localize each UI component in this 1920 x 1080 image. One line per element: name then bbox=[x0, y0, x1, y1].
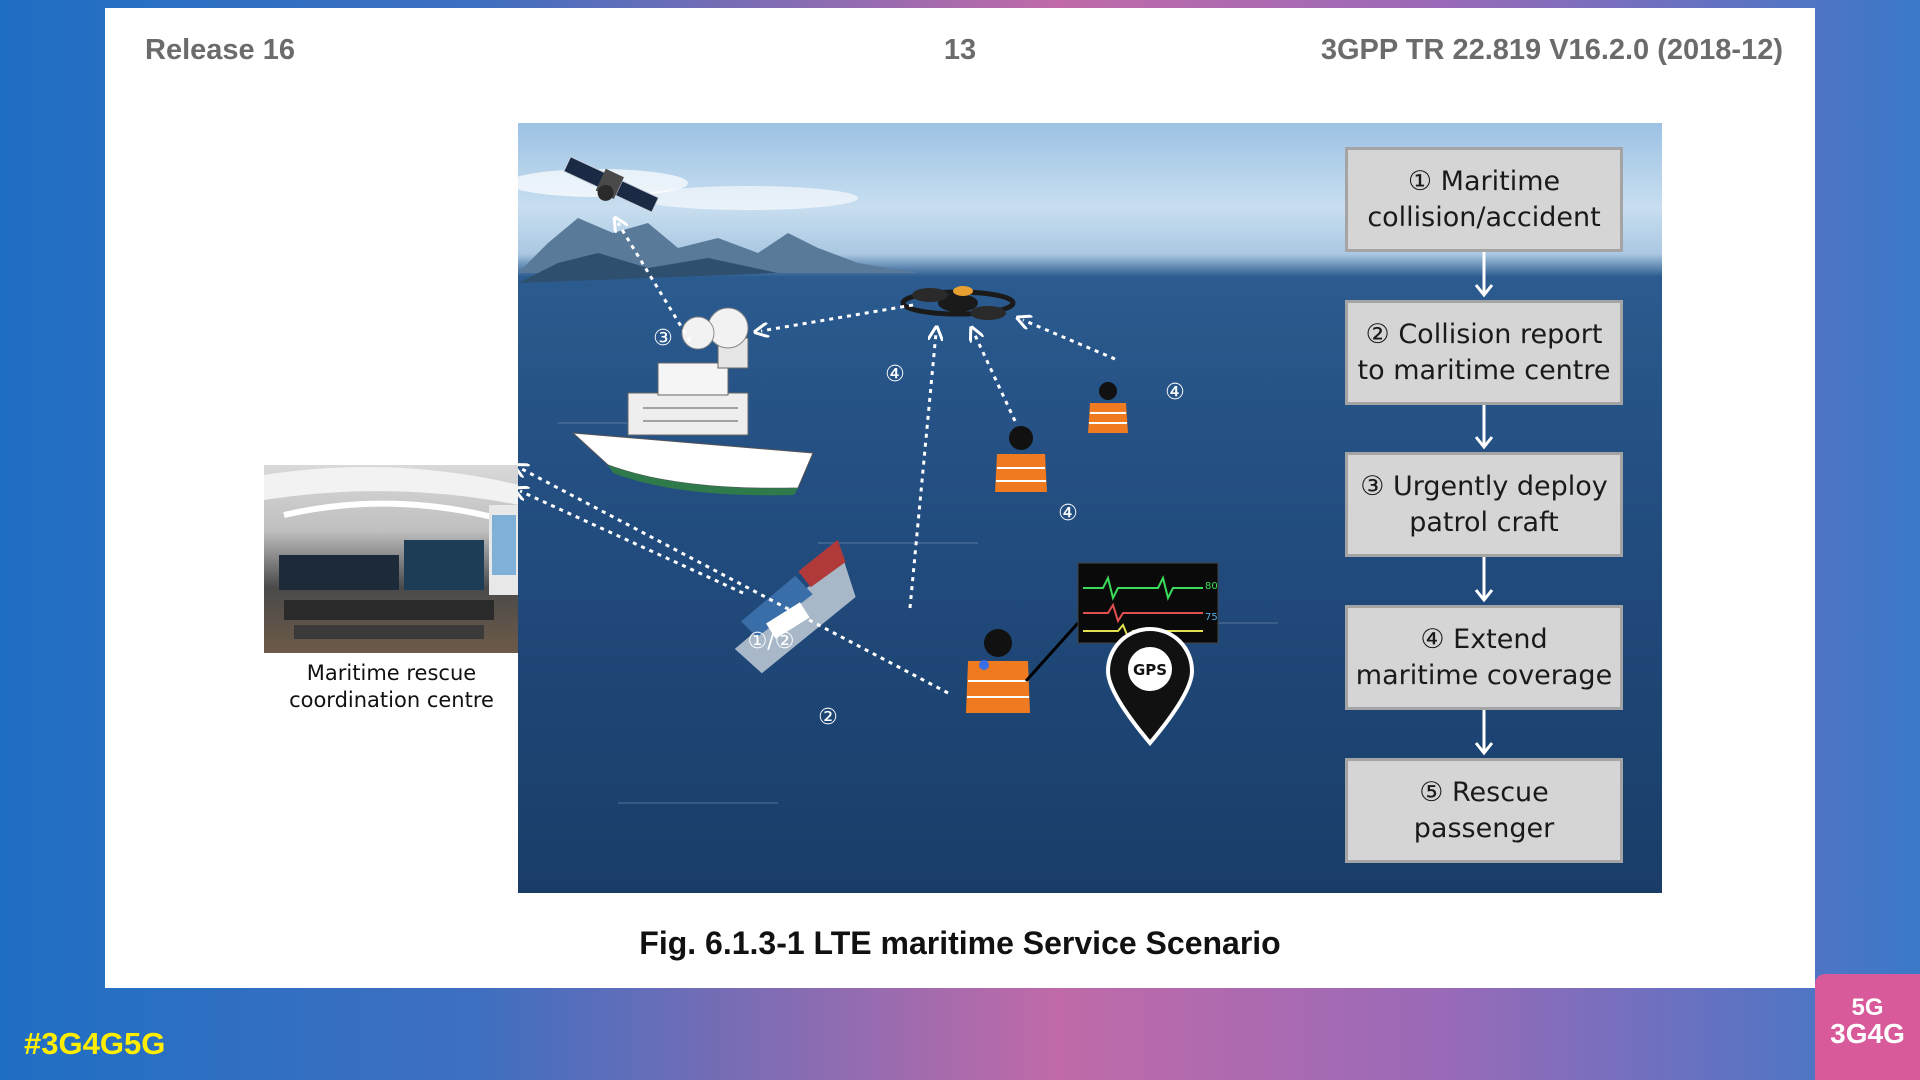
rescue-centre-photo bbox=[264, 465, 519, 653]
signal-survivor-to-drone bbox=[1023, 320, 1116, 361]
release-label: Release 16 bbox=[145, 34, 295, 66]
drone-from-ship-label: ④ bbox=[885, 362, 905, 387]
ship-step-label: ③ bbox=[653, 326, 673, 351]
step-2-line2: to maritime centre bbox=[1357, 354, 1611, 386]
signal-drone-to-ship bbox=[761, 303, 914, 331]
gps-label: GPS bbox=[1133, 661, 1167, 679]
spec-reference: 3GPP TR 22.819 V16.2.0 (2018-12) bbox=[1320, 34, 1783, 66]
capsized-boat-icon bbox=[734, 539, 856, 674]
mountain-range bbox=[518, 253, 778, 283]
step-5-line1: ⑤ Rescue bbox=[1419, 776, 1549, 808]
step-box-3: ③ Urgently deploy patrol craft bbox=[1345, 452, 1623, 557]
step-3-line2: patrol craft bbox=[1409, 506, 1559, 538]
vital-value-1: 80 bbox=[1205, 581, 1218, 592]
step-4-line2: maritime coverage bbox=[1355, 659, 1613, 691]
gps-pin-icon: GPS bbox=[1105, 627, 1195, 747]
step-1-line2: collision/accident bbox=[1367, 201, 1601, 233]
logo-top-text: 5G bbox=[1851, 994, 1884, 1021]
rescue-centre-label: Maritime rescue coordination centre bbox=[264, 660, 519, 714]
satellite-icon bbox=[563, 156, 660, 213]
drone-from-middle-label: ④ bbox=[1058, 501, 1078, 526]
signal-survivor-to-drone bbox=[908, 333, 936, 609]
step-5-line2: passenger bbox=[1413, 812, 1555, 844]
step-3-line1: ③ Urgently deploy bbox=[1360, 470, 1608, 502]
step-1-line1: ① Maritime bbox=[1407, 165, 1561, 197]
survivor-icon bbox=[1088, 382, 1128, 433]
step-4-line1: ④ Extend bbox=[1420, 623, 1548, 655]
signal-boat-to-centre bbox=[520, 491, 744, 595]
brand-logo: 5G 3G4G bbox=[1815, 974, 1920, 1080]
hashtag-label: #3G4G5G bbox=[24, 1026, 166, 1061]
report-label: ② bbox=[818, 705, 838, 730]
collision-label: ①/② bbox=[748, 629, 795, 654]
document-page: Release 16 13 3GPP TR 22.819 V16.2.0 (20… bbox=[105, 8, 1815, 988]
vital-value-2: 75 bbox=[1205, 612, 1218, 623]
step-2-line1: ② Collision report bbox=[1365, 318, 1603, 350]
page-number: 13 bbox=[943, 34, 977, 66]
logo-bottom-text: 3G4G bbox=[1830, 1018, 1905, 1049]
survivor-with-sensor-icon bbox=[966, 621, 1080, 713]
drone-icon bbox=[900, 286, 1016, 320]
patrol-ship-icon bbox=[571, 307, 814, 496]
signal-survivor-to-centre bbox=[520, 468, 949, 695]
signal-survivor-to-drone bbox=[974, 333, 1017, 422]
rescue-centre-label-line2: coordination centre bbox=[289, 688, 494, 712]
cloud-shape bbox=[638, 186, 858, 210]
survivor-icon bbox=[995, 426, 1047, 492]
step-box-2: ② Collision report to maritime centre bbox=[1345, 300, 1623, 405]
figure-caption: Fig. 6.1.3-1 LTE maritime Service Scenar… bbox=[639, 925, 1281, 961]
rescue-centre-label-line1: Maritime rescue bbox=[306, 661, 477, 685]
drone-from-right-label: ④ bbox=[1165, 380, 1185, 405]
maritime-scene: 80 75 GPS ③ ④ bbox=[518, 123, 1662, 893]
step-box-5: ⑤ Rescue passenger bbox=[1345, 758, 1623, 863]
step-box-4: ④ Extend maritime coverage bbox=[1345, 605, 1623, 710]
step-box-1: ① Maritime collision/accident bbox=[1345, 147, 1623, 252]
